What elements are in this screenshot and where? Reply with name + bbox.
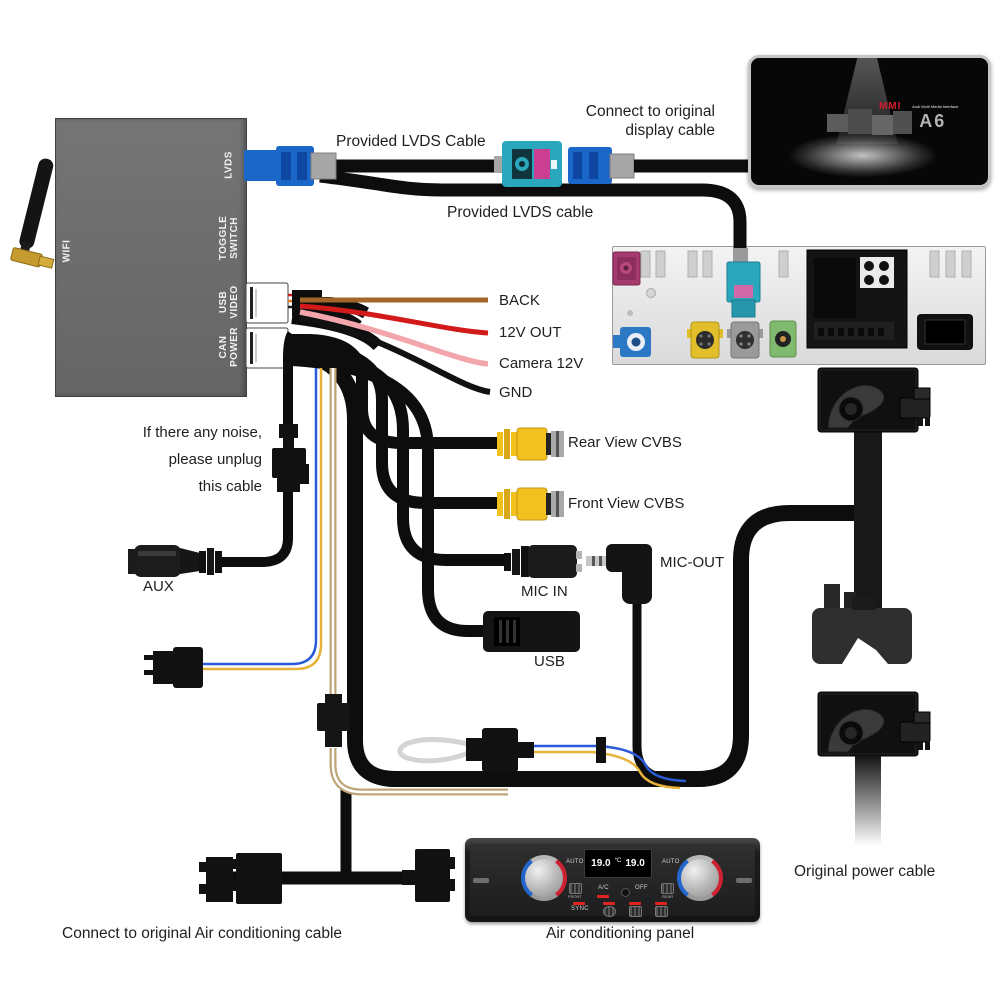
ac-auto-left: AUTO	[566, 859, 584, 865]
label-noise-line3: this cable	[198, 478, 262, 495]
display-screen: MMI Audi Multi Media Interface A6	[748, 55, 991, 188]
mmi-tagline: Audi Multi Media Interface	[912, 103, 959, 109]
label-gnd: GND	[499, 384, 533, 401]
label-front-view-cvbs: Front View CVBS	[568, 495, 685, 512]
port-label-can-line1: CAN	[218, 335, 229, 359]
ac-sync-button: SYNC	[571, 906, 589, 912]
power-cable-fade	[855, 756, 881, 846]
thin-wires	[202, 297, 687, 796]
ac-panel: AUTO AUTO 19.0 °C 19.0 FRONT A/C OFF REA…	[465, 838, 760, 922]
usb-connector	[483, 611, 580, 652]
interface-unit	[55, 118, 247, 397]
label-noise-line2: please unplug	[168, 451, 262, 468]
ac-rear-defrost-icon	[661, 883, 674, 894]
ac-display: 19.0 °C 19.0	[584, 849, 652, 878]
label-12v-out: 12V OUT	[499, 324, 562, 341]
car-silhouette	[848, 108, 872, 135]
ac-ac-button: A/C	[598, 885, 609, 891]
ac-ac-indicator	[597, 895, 609, 898]
port-label-usb-line1: USB	[218, 290, 229, 314]
power-mid-connector	[812, 584, 912, 664]
ac-fan-icon	[603, 906, 616, 917]
ac-seat-indicator	[629, 902, 641, 905]
lvds-coupler	[494, 141, 562, 187]
lvds-cable-connector	[276, 146, 314, 186]
ac-center-button	[621, 888, 630, 897]
label-mic-out: MIC-OUT	[660, 554, 725, 571]
label-provided-lvds-bottom: Provided LVDS cable	[447, 204, 594, 221]
ac-temp-unit: °C	[614, 857, 622, 864]
label-back: BACK	[499, 292, 540, 309]
port-label-toggle-line2: SWITCH	[229, 217, 240, 259]
label-usb: USB	[534, 653, 565, 670]
label-noise-note: If there any noise, please unplug this c…	[118, 419, 262, 500]
port-label-usb-video: USB VIDEO	[218, 285, 240, 318]
port-label-wifi-text: WIFI	[61, 239, 73, 263]
ac-rear-label: REAR	[662, 894, 674, 899]
car-silhouette	[893, 111, 913, 135]
inline-connector-tan	[317, 694, 350, 747]
label-aux: AUX	[143, 578, 174, 595]
ac-recirculation-icon	[655, 906, 668, 917]
aux-jack	[128, 545, 222, 577]
stage-glow	[788, 134, 936, 178]
port-label-can-power: CAN POWER	[218, 327, 240, 367]
small-plug-connector	[144, 647, 203, 688]
loop-connector	[466, 728, 606, 772]
label-original-power: Original power cable	[794, 863, 936, 880]
head-unit	[612, 246, 986, 365]
ac-off-button: OFF	[635, 885, 648, 891]
label-camera-12v: Camera 12V	[499, 355, 584, 372]
port-label-toggle-line1: TOGGLE	[218, 215, 229, 261]
label-noise-line1: If there any noise,	[142, 424, 262, 441]
ac-front-label: FRONT	[568, 894, 582, 899]
ac-right-knob	[677, 855, 723, 901]
ac-front-defrost-icon	[569, 883, 582, 894]
ac-temp-right: 19.0	[625, 858, 645, 869]
ac-left-knob	[521, 855, 567, 901]
label-rear-view-cvbs: Rear View CVBS	[568, 434, 682, 451]
ac-sync-indicator	[573, 902, 585, 905]
mmi-logo: MMI	[878, 101, 902, 113]
quadlock-connector-top	[817, 367, 931, 433]
ac-right-vent	[736, 878, 752, 883]
label-provided-lvds-top: Provided LVDS Cable	[336, 133, 486, 150]
ac-temp-left: 19.0	[591, 858, 611, 869]
car-silhouette	[826, 113, 849, 132]
power-cable-band	[854, 426, 882, 612]
quadlock-connector-bottom	[817, 691, 931, 757]
port-label-wifi: WIFI	[62, 240, 73, 263]
display-lvds-plug	[568, 147, 635, 184]
rca-rear-connector	[497, 427, 564, 461]
label-connect-display-line1: Connect to original	[585, 103, 715, 120]
ac-seat-heat-icon	[629, 906, 642, 917]
port-label-lvds: LVDS	[224, 151, 235, 179]
lvds-port-plug	[244, 150, 278, 181]
label-mic-in: MIC IN	[521, 583, 568, 600]
label-connect-display-line2: display cable	[625, 122, 715, 139]
port-label-can-line2: POWER	[229, 327, 240, 367]
ac-fan-indicator	[603, 902, 615, 905]
can-power-port-connector	[245, 327, 304, 369]
label-ac-panel: Air conditioning panel	[546, 925, 695, 942]
ac-recirc-indicator	[655, 902, 667, 905]
ac-auto-right: AUTO	[662, 859, 680, 865]
loop-wire	[397, 737, 469, 764]
ac-connector-pair	[199, 853, 282, 904]
model-badge: A6	[919, 111, 947, 132]
port-label-usb-line2: VIDEO	[229, 285, 240, 319]
ac-branch-connector	[402, 849, 455, 902]
usb-video-port-connector	[245, 282, 304, 324]
rca-front-connector	[497, 487, 564, 521]
port-label-toggle-switch: TOGGLE SWITCH	[218, 216, 240, 260]
ac-left-vent	[473, 878, 489, 883]
mic-out-plug	[586, 544, 652, 604]
label-connect-ac: Connect to original Air conditioning cab…	[62, 925, 343, 942]
label-connect-display: Connect to original display cable	[530, 102, 715, 140]
mic-in-jack	[504, 545, 582, 578]
car-silhouette	[871, 115, 894, 136]
inline-connector-noise	[272, 424, 309, 492]
port-label-lvds-text: LVDS	[223, 151, 235, 179]
